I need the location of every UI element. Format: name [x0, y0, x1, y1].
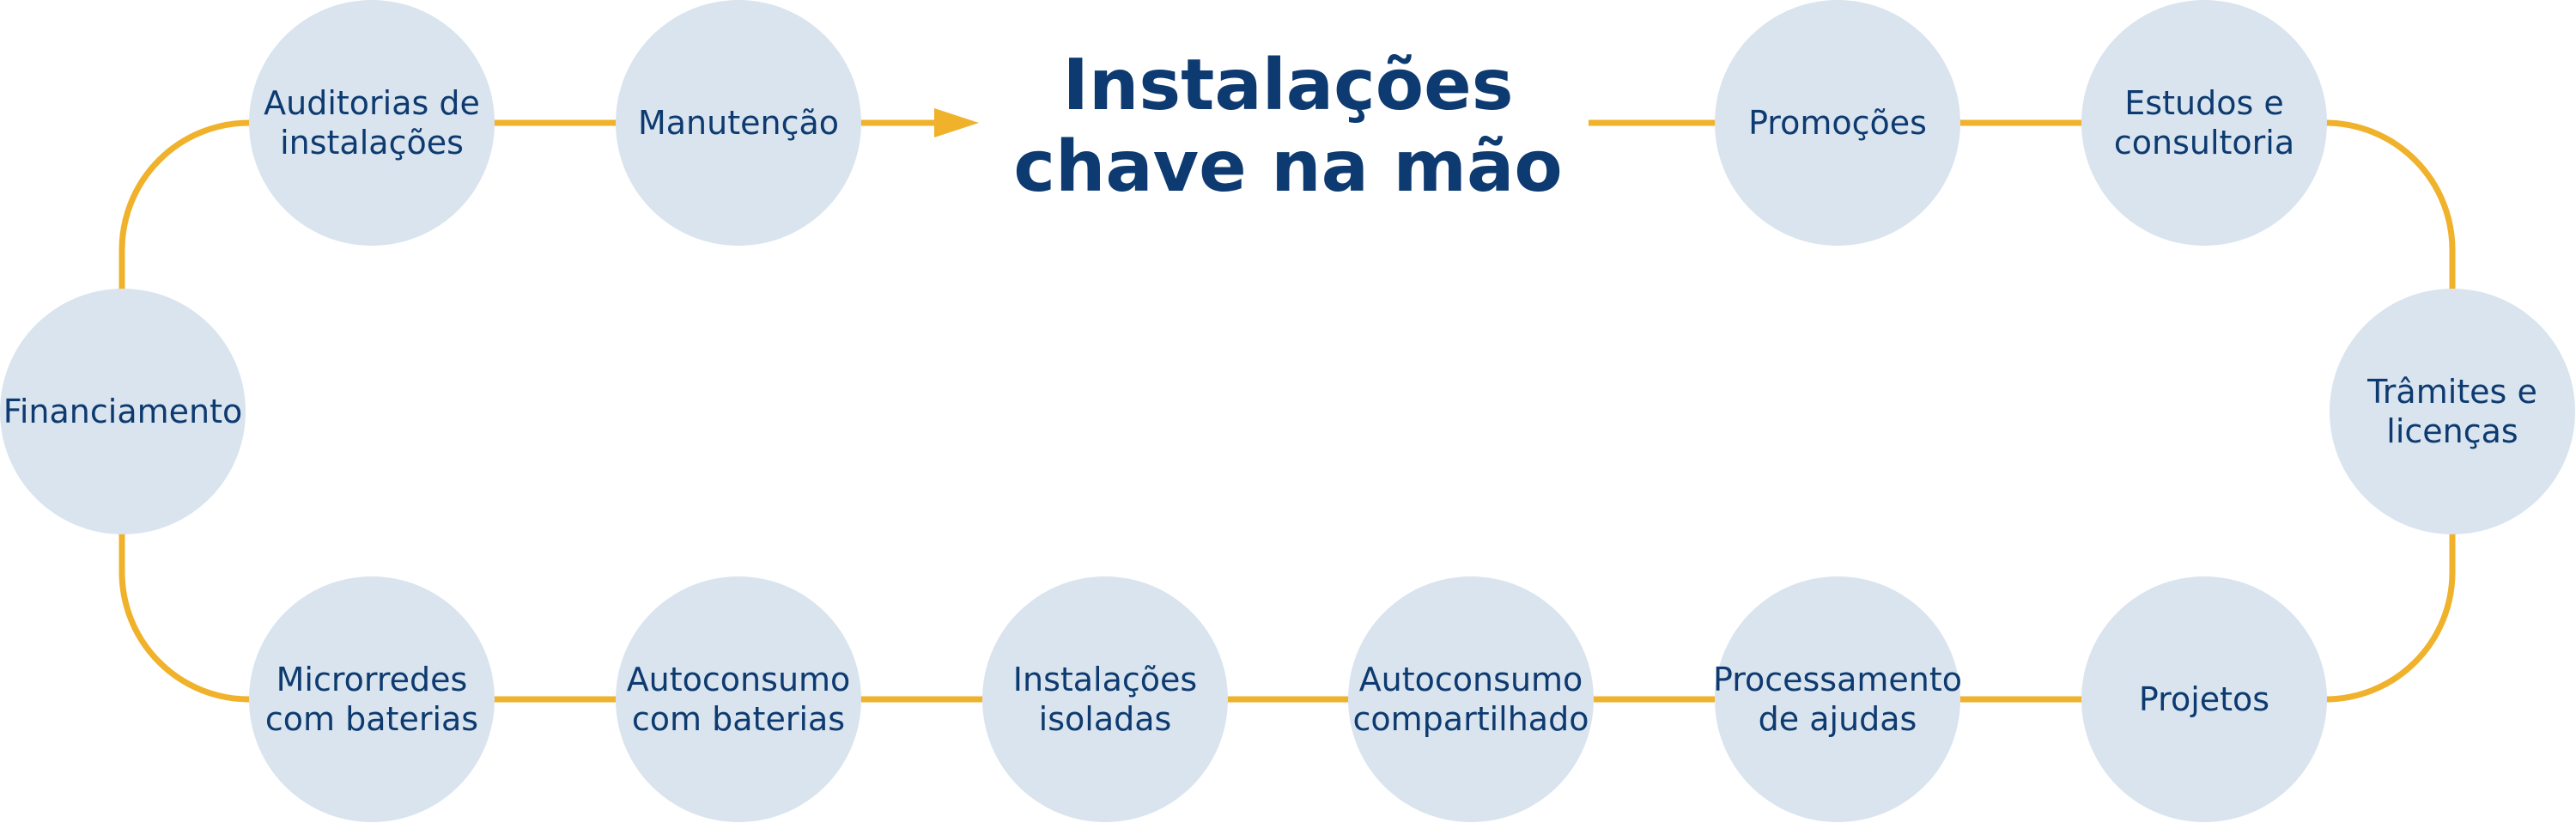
node-label: compartilhado: [1353, 700, 1589, 738]
node-label: Trâmites e: [2366, 373, 2537, 411]
node-circle: [616, 0, 861, 246]
node-label: Manutenção: [638, 104, 839, 142]
node-circle: [2081, 576, 2327, 822]
node-circle: [1715, 576, 1960, 822]
node-label: de ajudas: [1759, 700, 1917, 738]
node-circle: [249, 576, 495, 822]
node-label: instalações: [280, 124, 464, 162]
title-line-2: chave na mão: [1013, 126, 1562, 208]
node-label: Autoconsumo: [1359, 661, 1583, 698]
node-label: Instalações: [1013, 661, 1197, 698]
node-label: licenças: [2386, 412, 2518, 450]
node-circle: [0, 289, 246, 534]
node-label: Autoconsumo: [627, 661, 851, 698]
node-label: com baterias: [632, 700, 845, 738]
node-circle: [249, 0, 495, 246]
node-circle: [616, 576, 861, 822]
node-manutencao: Manutenção: [616, 0, 861, 246]
node-circle: [2081, 0, 2327, 246]
node-circle: [2330, 289, 2575, 534]
node-circle: [1348, 576, 1594, 822]
node-label: consultoria: [2114, 124, 2294, 162]
node-label: Promoções: [1748, 104, 1927, 142]
node-projetos: Projetos: [2081, 576, 2327, 822]
node-label: Microrredes: [276, 661, 468, 698]
node-promocoes: Promoções: [1715, 0, 1960, 246]
node-label: Financiamento: [3, 393, 242, 430]
node-financiamento: Financiamento: [0, 289, 246, 534]
node-label: Processamento: [1713, 661, 1962, 698]
node-label: Auditorias de: [264, 84, 480, 122]
node-label: isoladas: [1039, 700, 1172, 738]
node-label: com baterias: [265, 700, 478, 738]
connector-path: [118, 119, 2456, 703]
title-line-1: Instalações: [1062, 45, 1513, 126]
node-circle: [1715, 0, 1960, 246]
node-circle: [982, 576, 1228, 822]
arrow-head-icon: [934, 108, 979, 137]
node-label: Projetos: [2139, 680, 2269, 718]
node-label: Estudos e: [2124, 84, 2283, 122]
